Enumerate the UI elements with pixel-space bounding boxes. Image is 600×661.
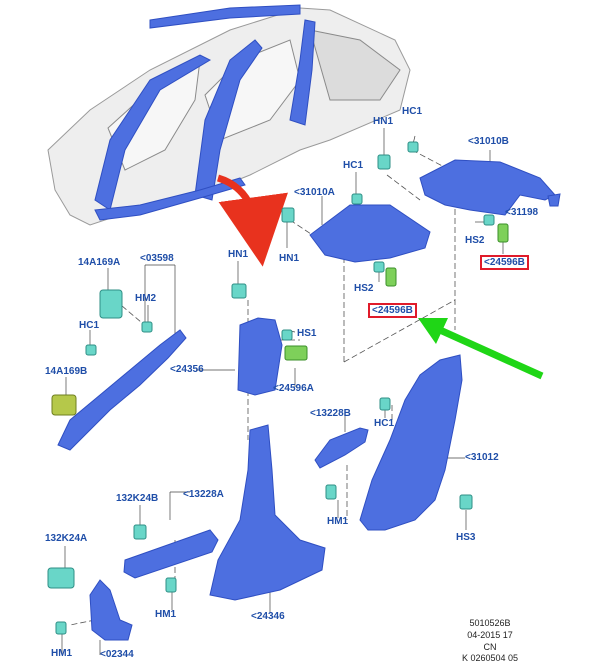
callout-hn1-center: HN1 xyxy=(228,249,249,260)
vehicle-body-structure xyxy=(47,4,411,226)
callout-hs2-right: HS2 xyxy=(465,235,485,246)
callout-hc1-left: HC1 xyxy=(79,320,100,331)
callout-24596b-mid: <24596B xyxy=(368,303,417,318)
clip-132k24b xyxy=(133,524,147,540)
clip-hn1-midleft xyxy=(281,207,295,223)
part-24356 xyxy=(237,317,283,396)
callout-31198: <31198 xyxy=(505,207,539,218)
callout-24346: <24346 xyxy=(251,611,285,622)
part-13228b xyxy=(314,427,369,469)
clip-hm1-bottom xyxy=(165,577,177,593)
callout-hm2: HM2 xyxy=(135,293,157,304)
callout-14a169a: 14A169A xyxy=(78,257,121,268)
clip-hm1-left xyxy=(55,621,67,635)
callout-hm1-left: HM1 xyxy=(51,648,73,659)
clip-24596a xyxy=(284,345,308,361)
callout-hm1-mid: HM1 xyxy=(327,516,349,527)
callout-hs2-mid: HS2 xyxy=(354,283,374,294)
footer-date: 04-2015 17 xyxy=(467,630,513,640)
callout-hc1-right: HC1 xyxy=(374,418,395,429)
footer-code: 5010526B xyxy=(469,618,511,628)
callout-hm1-bottom: HM1 xyxy=(155,609,177,620)
callout-13228a: <13228A xyxy=(183,489,224,500)
callout-24596b-right: <24596B xyxy=(480,255,529,270)
part-31012 xyxy=(359,354,463,531)
red-direction-arrow xyxy=(216,174,288,267)
callout-14a169b: 14A169B xyxy=(45,366,88,377)
part-13228a xyxy=(123,529,219,579)
callout-132k24a: 132K24A xyxy=(45,533,88,544)
callout-24356: <24356 xyxy=(170,364,204,375)
clip-hn1-top xyxy=(377,154,391,170)
callout-hs3: HS3 xyxy=(456,532,476,543)
callout-hn1-midleft: HN1 xyxy=(279,253,300,264)
part-24346 xyxy=(209,424,326,601)
callout-24596a: <24596A xyxy=(273,383,314,394)
footer-ref: K 0260504 05 xyxy=(461,653,519,661)
clip-14a169a xyxy=(99,289,123,319)
callout-03598: <03598 xyxy=(140,253,174,264)
clip-hc1-mid xyxy=(351,193,363,205)
clip-24596b-right xyxy=(497,223,509,243)
footer-region: CN xyxy=(483,642,497,652)
clip-hm2 xyxy=(141,321,153,333)
part-02344 xyxy=(89,579,133,641)
part-31010a xyxy=(309,204,431,263)
callout-13228b: <13228B xyxy=(310,408,351,419)
clips xyxy=(47,141,509,635)
callout-hn1-top: HN1 xyxy=(373,116,394,127)
green-pointer-arrow xyxy=(418,318,544,380)
clip-24596b-mid xyxy=(385,267,397,287)
callout-hs1: HS1 xyxy=(297,328,317,339)
clip-hc1-right xyxy=(379,397,391,411)
trim-parts xyxy=(57,159,561,641)
part-31010b xyxy=(419,159,556,216)
part-03598 xyxy=(57,329,187,451)
clip-hc1-left xyxy=(85,344,97,356)
clip-hs2-mid-a xyxy=(373,261,385,273)
clip-hs1 xyxy=(281,329,293,341)
clip-hs2-right-a xyxy=(483,214,495,226)
callout-132k24b: 132K24B xyxy=(116,493,159,504)
clip-hc1-top xyxy=(407,141,419,153)
part-31198 xyxy=(547,193,561,207)
clip-hm1-mid xyxy=(325,484,337,500)
callout-31010b: <31010B xyxy=(468,136,509,147)
callout-hc1-top: HC1 xyxy=(402,106,423,117)
clip-hs3 xyxy=(459,494,473,510)
callout-02344: <02344 xyxy=(100,649,134,660)
callout-31010a: <31010A xyxy=(294,187,335,198)
clip-14a169b xyxy=(51,394,77,416)
clip-hn1-center xyxy=(231,283,247,299)
callout-31012: <31012 xyxy=(465,452,499,463)
callout-hc1-mid: HC1 xyxy=(343,160,364,171)
clip-132k24a xyxy=(47,567,75,589)
